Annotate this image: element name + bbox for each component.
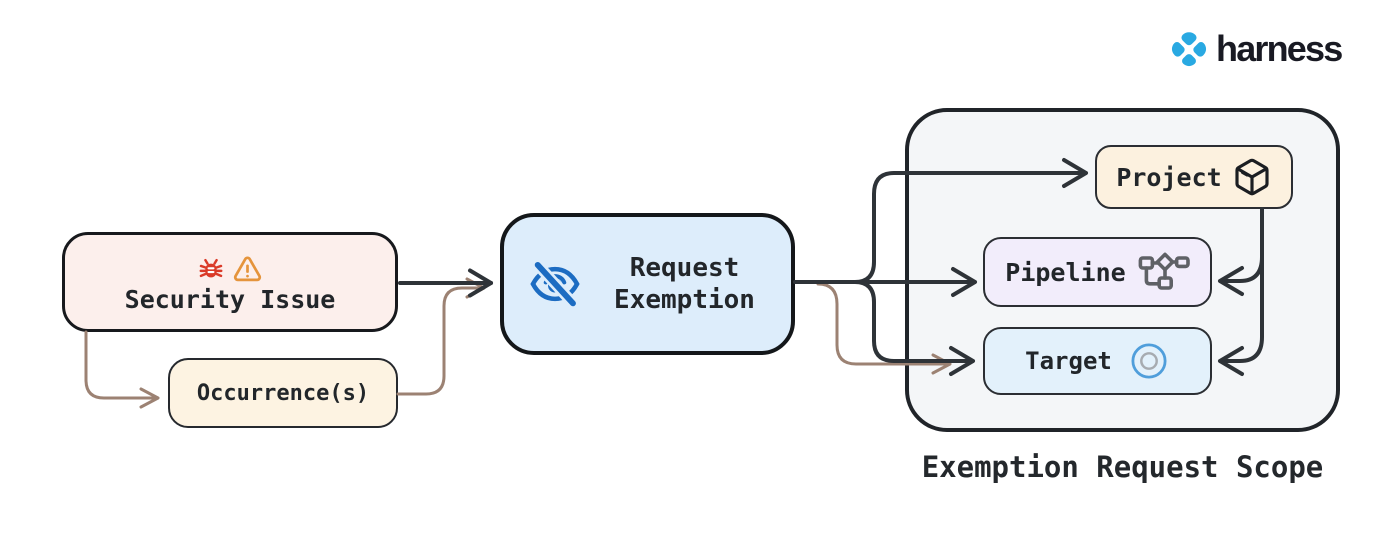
node-security-issue: Security Issue	[62, 232, 398, 332]
pipeline-label: Pipeline	[1005, 257, 1126, 287]
request-exemption-label-line2: Exemption	[614, 285, 755, 315]
arrow-security-to-exemption	[398, 268, 493, 298]
request-exemption-label: Request Exemption	[604, 252, 765, 316]
arrow-occurrences-to-exemption	[396, 277, 486, 396]
pipeline-icon	[1138, 252, 1190, 292]
package-icon	[1232, 157, 1272, 197]
security-issue-icons	[197, 254, 263, 284]
node-request-exemption: Request Exemption	[500, 213, 795, 355]
eye-off-icon	[528, 257, 582, 311]
warning-icon	[232, 254, 263, 285]
target-label: Target	[1025, 347, 1112, 375]
scope-caption: Exemption Request Scope	[921, 450, 1324, 484]
bug-icon	[197, 255, 225, 283]
arrow-security-to-occurrences	[84, 330, 160, 409]
brand-logo: harness	[1166, 26, 1343, 72]
node-project: Project	[1095, 145, 1293, 209]
occurrences-label: Occurrence(s)	[196, 380, 370, 406]
request-exemption-label-line1: Request	[629, 253, 740, 283]
node-pipeline: Pipeline	[983, 237, 1212, 307]
node-occurrences: Occurrence(s)	[168, 358, 398, 428]
security-issue-label: Security Issue	[124, 285, 336, 314]
brand-name: harness	[1216, 28, 1343, 69]
harness-logo-icon	[1166, 26, 1212, 72]
project-label: Project	[1116, 162, 1222, 192]
node-target: Target	[983, 327, 1212, 395]
target-icon	[1128, 340, 1170, 382]
